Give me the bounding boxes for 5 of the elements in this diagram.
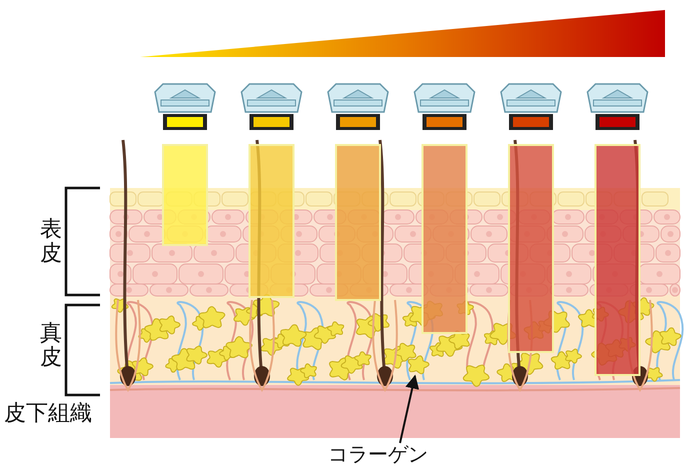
layer-label: 皮下組織 [4,402,92,426]
layer-label: 表皮 [40,218,62,266]
layer-label: 真皮 [40,322,62,370]
collagen-fiber-icon [406,354,430,376]
callout-label: コラーゲン [328,443,428,465]
